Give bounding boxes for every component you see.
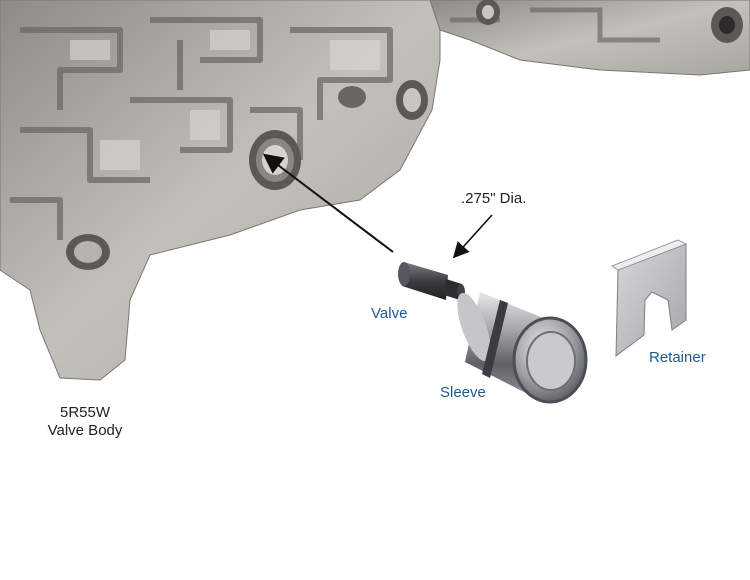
diameter-arrow [452,214,493,259]
valve-label: Valve [371,305,408,322]
insertion-arrow [262,153,394,253]
valve-body-casting [0,0,441,381]
valve-part [398,262,465,300]
retainer-label: Retainer [649,349,706,366]
diameter-label: .275" Dia. [461,190,527,207]
valve-body-casting-upper [429,0,750,76]
sleeve-part [457,292,588,404]
sleeve-label: Sleeve [440,384,486,401]
valve-body-label: 5R55W Valve Body [40,404,130,440]
retainer-part [611,239,687,358]
valve-body-label-line2: Valve Body [47,422,123,439]
valve-body-label-line1: 5R55W [59,404,111,421]
